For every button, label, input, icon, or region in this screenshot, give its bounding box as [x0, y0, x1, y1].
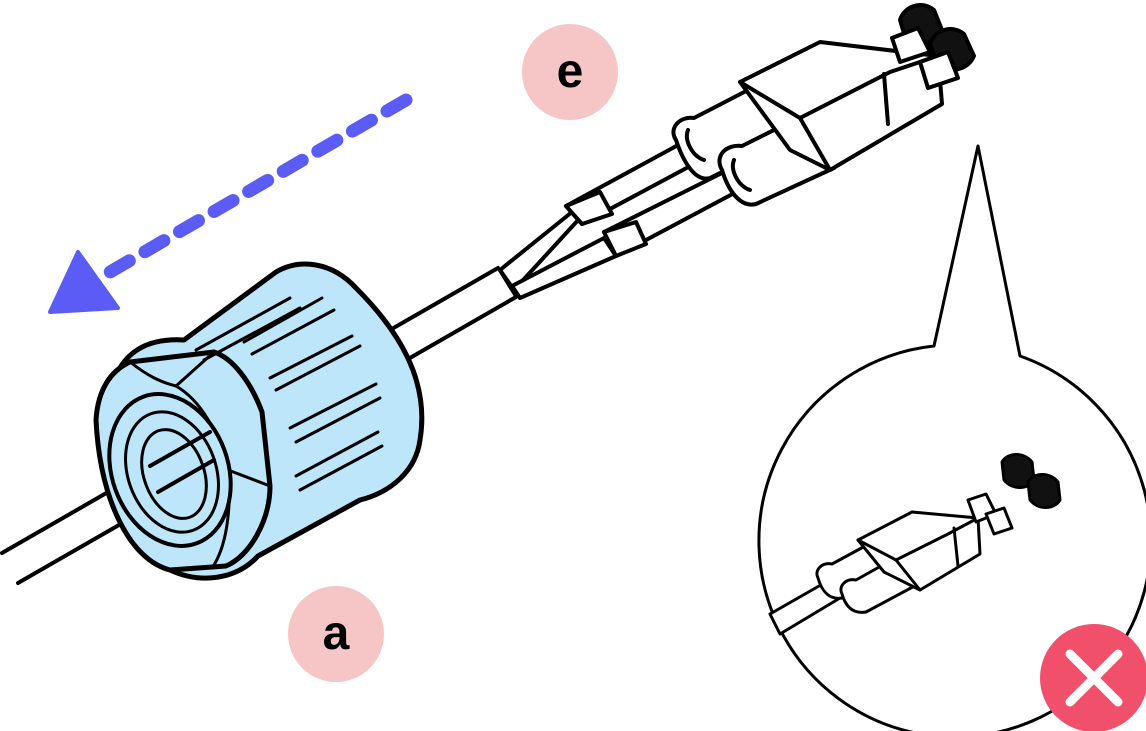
- close-x-icon: [1040, 624, 1146, 731]
- step-label-a: a: [288, 586, 384, 682]
- sealing-nut: [93, 261, 425, 581]
- step-label-e-text: e: [556, 45, 584, 98]
- step-label-a-text: a: [322, 607, 350, 660]
- callout-connector-detail: [768, 453, 1062, 636]
- step-label-e: e: [522, 24, 618, 120]
- dashed-arrow-icon: [48, 93, 413, 314]
- lc-duplex-connector: [671, 3, 976, 207]
